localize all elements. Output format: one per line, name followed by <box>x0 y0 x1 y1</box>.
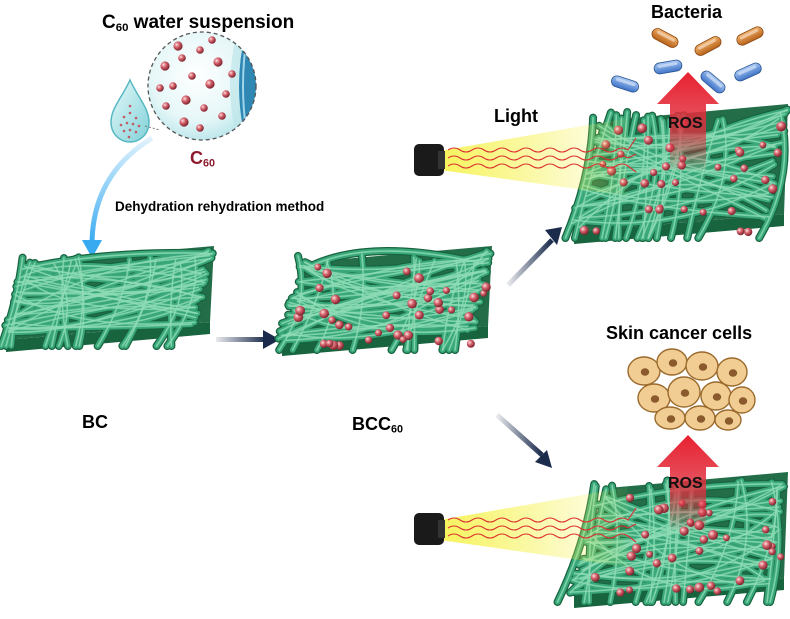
cancer-cell <box>700 381 732 411</box>
light-source-icon <box>414 144 445 176</box>
ros-label-top: ROS <box>668 115 703 132</box>
arrow-bcc60-to-bacteria-panel <box>506 227 562 287</box>
c60-magnified-circle <box>147 31 257 141</box>
light-source-icon <box>414 513 445 545</box>
arrow-suspension-to-bc <box>82 135 154 258</box>
bcc-subscript: 60 <box>391 423 404 436</box>
bcc60-fiber-mat <box>274 246 495 356</box>
cancer-cell <box>656 348 688 376</box>
cancer-cell <box>714 409 742 431</box>
light-beam-bottom <box>440 487 637 567</box>
bacterium-blue <box>734 62 762 82</box>
cancer-cell <box>654 406 686 430</box>
bacteria-label: Bacteria <box>651 2 723 22</box>
ros-label-bottom: ROS <box>668 475 703 492</box>
arrow-bc-to-bcc60 <box>216 330 280 349</box>
bacterium-blue <box>653 59 683 75</box>
title-c-subscript: 60 <box>115 21 129 34</box>
cancer-cell <box>716 357 748 387</box>
arrow-bcc60-to-cancer-panel <box>495 413 552 468</box>
skin-cancer-cell-cluster <box>627 348 756 431</box>
bc-label: BC <box>82 412 108 432</box>
c60-subscript: 60 <box>203 157 216 170</box>
bc-fiber-mat <box>0 246 217 352</box>
title-rest: water suspension <box>128 12 295 33</box>
cancer-cell <box>728 386 756 414</box>
ros-arrow-top <box>657 72 719 170</box>
bacterium-orange <box>651 28 679 48</box>
method-label: Dehydration rehydration method <box>115 199 325 214</box>
magnifier-connector <box>144 125 161 131</box>
c60-letter: C <box>190 148 203 168</box>
bacteria-group <box>611 26 764 94</box>
bacterium-blue <box>700 70 726 94</box>
c60-particle-label: C60 <box>190 149 215 169</box>
cancer-cell <box>667 376 701 408</box>
light-beam-top <box>440 118 637 196</box>
cancer-cell <box>627 356 661 386</box>
water-droplet-icon <box>110 78 150 143</box>
bacterium-blue <box>611 75 639 93</box>
bcc-letters: BCC <box>352 414 391 434</box>
bcc60-label: BCC60 <box>352 415 403 435</box>
cancer-cell <box>684 405 716 431</box>
bacterium-orange <box>736 26 764 46</box>
bacterium-orange <box>694 36 722 56</box>
light-label: Light <box>494 106 538 126</box>
c60-suspension-title: C60 water suspension <box>102 13 294 34</box>
title-c-letter: C <box>102 12 116 33</box>
ros-arrow-bottom <box>657 435 719 530</box>
skin-cancer-cells-label: Skin cancer cells <box>606 323 753 343</box>
cancer-cell <box>685 351 719 381</box>
